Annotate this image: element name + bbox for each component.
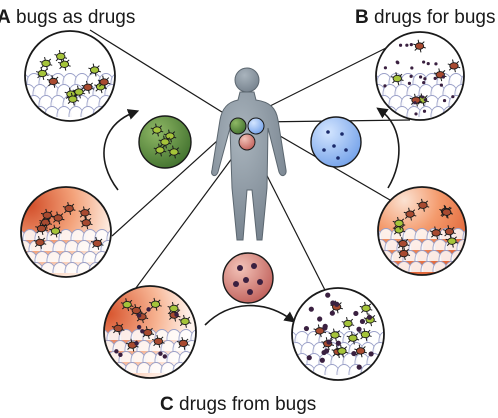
drug-disc [310,116,362,168]
bacteria-icon [396,237,410,251]
bacteria-icon [111,321,125,335]
bacteria-icon [440,205,454,219]
bacteria-icon [167,301,181,315]
bacteria-icon [328,328,342,342]
gut-red-marker [238,133,256,151]
bacteria-icon [397,247,411,261]
bacteria-icon [120,298,134,312]
bacteria-icon [151,334,165,348]
bacteria-icon [413,39,426,53]
metabolite-particle-icon [251,263,257,269]
bacteria-icon [79,216,93,230]
bacteria-icon [141,326,155,340]
bacteria-icon [416,198,430,212]
bacteria-icon [359,301,373,315]
curved-arrow-a [103,109,140,191]
drug-particle-icon [340,132,344,136]
bacteria-icon [46,74,60,88]
bacteria-icon [62,202,76,215]
bacteria-icon [129,304,143,317]
bacteria-icon [313,324,327,338]
bacteria-icon [167,145,181,159]
bacteria-icon [88,63,101,77]
bacteria-icon [33,235,47,249]
label-bugs-as-drugs: A bugs as drugs [0,7,136,28]
intestine-circle-c-inflamed [103,285,197,379]
disc-particles [150,123,348,295]
bacteria-icon [51,211,65,225]
label-drugs-from-bugs: C drugs from bugs [160,394,317,415]
intestine-circle-b-treated [375,31,465,121]
bacteria-icon [97,75,111,89]
metabolite-particle-icon [233,281,239,287]
bacteria-icon [72,85,86,99]
human-body-figure [211,67,287,241]
label-drugs-for-bugs: B drugs for bugs [355,7,496,28]
bacteria-icon [341,317,355,330]
bacteria-icon [158,135,172,149]
bacteria-icon [149,297,162,311]
bacteria-icon [445,234,459,248]
metabolite-particle-icon [243,277,249,283]
metabolite-particle-icon [257,279,263,285]
bacteria-icon [40,208,54,222]
metabolite-particle-icon [247,289,253,295]
bacteria-icon [429,226,443,240]
bacteria-icon [354,344,367,358]
bacteria-icon [66,92,80,106]
drug-particle-icon [344,148,348,152]
bacteria-icon [90,236,104,250]
bacteria-icon [150,123,164,137]
bacteria-icon [443,225,456,239]
curved-arrow-c [204,304,296,326]
intestine-circle-a-inflamed [20,186,112,278]
bacteria-icon [176,336,190,350]
bacteria-icon [35,67,49,80]
bacteria-icon [403,207,417,221]
curved-arrow-b [376,107,400,189]
bacteria-icon [49,224,62,238]
bacteria-icon [346,331,360,345]
gut-blue-marker [247,117,265,135]
drug-particle-icon [322,148,326,152]
bacteria-icon [78,206,92,220]
bacteria-icon [81,80,95,94]
drug-particle-icon [336,156,340,160]
bacteria-icon [35,222,48,236]
bacteria-icon [447,59,461,73]
drug-particle-icon [332,144,336,148]
bacteria-icon [178,314,192,328]
intestine-circle-c-metabolites [291,287,385,381]
metabolite-particle-icon [237,265,243,271]
bacteria-icon [390,72,404,85]
gut-green-marker [229,117,247,135]
bacteria-icon [392,216,406,230]
bacteria-icon [153,143,167,157]
bacteria-icon [359,328,372,341]
drug-particle-icon [326,130,330,134]
bacteria-icon [54,49,68,63]
bacteria-icon [335,344,349,358]
intestine-circle-b-inflamed [377,186,467,276]
bacteria-icon [39,56,53,70]
